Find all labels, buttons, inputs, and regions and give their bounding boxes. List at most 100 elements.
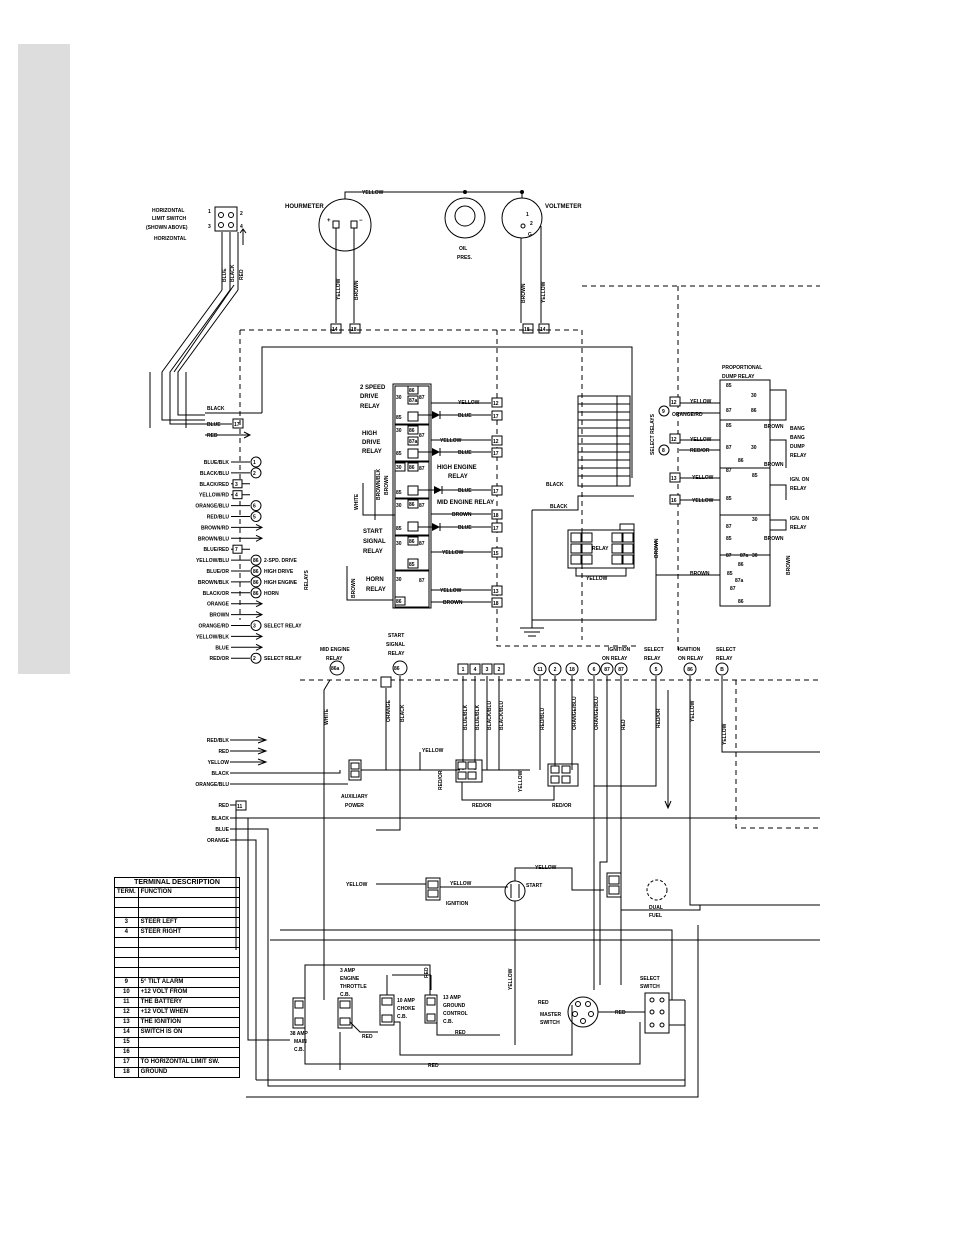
- terminal-number: 87: [618, 667, 624, 673]
- pin-30: 30: [751, 393, 757, 399]
- wire-list-label: ORANGE/RD: [198, 624, 229, 630]
- terminal-18: 18: [493, 513, 499, 519]
- svg-text:4: 4: [240, 224, 243, 230]
- svg-text:1: 1: [526, 212, 529, 218]
- start-signal-conn-label: RELAY: [388, 651, 405, 657]
- terminal-box: [232, 544, 243, 554]
- wire-label-yellow: YELLOW: [336, 278, 342, 300]
- ignition-switch: IGNITION: [425, 877, 469, 907]
- pin-86: 86: [738, 458, 744, 464]
- terminal-number: 4: [474, 667, 477, 673]
- master-switch-label: MASTER: [540, 1012, 562, 1018]
- term-cell: 17: [114, 1057, 139, 1068]
- ignition-on-relay-conn-label: ON RELAY: [602, 656, 628, 662]
- aux-power-label: POWER: [345, 803, 364, 809]
- dual-fuel: DUAL FUEL: [646, 879, 668, 919]
- pin-85: 85: [726, 423, 732, 429]
- choke-cb: 10 AMP CHOKE C.B.: [379, 994, 416, 1026]
- terminal-86: 86: [394, 666, 400, 672]
- wire-label-red: RED: [239, 269, 245, 280]
- wire-list-label: BLUE/RED: [203, 547, 229, 553]
- pin-87: 87: [726, 524, 732, 530]
- terminal-circle: [587, 662, 601, 676]
- start-signal-conn-label: SIGNAL: [386, 642, 405, 648]
- wire-label: RED/BLU: [540, 707, 546, 730]
- main-cb: 38 AMP MAIN C.B.: [290, 997, 309, 1053]
- wire-label-blue: BLUE: [458, 450, 472, 456]
- wire-label-brown: BROWN: [690, 571, 710, 577]
- select-switch-label: SELECT: [640, 976, 660, 982]
- oil-label: OIL: [459, 246, 467, 252]
- terminal-number: 3: [235, 482, 238, 488]
- terminal-number: 4: [235, 493, 238, 499]
- function-cell: THE IGNITION: [137, 1017, 241, 1028]
- pin-85: 85: [727, 571, 733, 577]
- wire-list-label: RED/BLK: [207, 738, 230, 744]
- terminal-box: [232, 479, 243, 489]
- function-cell: +12 VOLT FROM: [137, 987, 241, 998]
- terminal-circle: [614, 662, 628, 676]
- master-switch: MASTER SWITCH: [540, 996, 599, 1028]
- wire-label-yellow: YELLOW: [690, 399, 712, 405]
- term-cell: 14: [114, 1027, 139, 1038]
- terminal-circle: [600, 662, 614, 676]
- wire-label-yellow: YELLOW: [692, 498, 714, 504]
- svg-text:G: G: [528, 232, 532, 238]
- wire-label-yellow: YELLOW: [442, 550, 464, 556]
- pin-85: 85: [396, 490, 402, 496]
- pin-87: 87: [726, 468, 732, 474]
- term-cell: [114, 947, 139, 958]
- wire-list-label: RED/OR: [210, 656, 230, 662]
- term-cell: [114, 937, 139, 948]
- pin-85: 85: [726, 383, 732, 389]
- ground-control-cb: 13 AMP GROUND CONTROL C.B.: [424, 994, 468, 1025]
- horizontal-limit-switch: 13 24 HORIZONTAL LIMIT SWITCH (SHOWN ABO…: [146, 206, 247, 245]
- pin-86: 86: [738, 562, 744, 568]
- function-cell: STEER RIGHT: [137, 927, 241, 938]
- mid-engine-relay-conn-label: RELAY: [326, 656, 343, 662]
- term-cell: [114, 957, 139, 968]
- wire-label: ORANGE/BLU: [594, 696, 600, 730]
- wire-label-brown: BROWN: [764, 536, 784, 542]
- wire-list-label: YELLOW/BLK: [196, 634, 229, 640]
- limit-switch-label: HORIZONTAL: [154, 236, 186, 242]
- terminal-circle: [683, 662, 697, 676]
- svg-text:3: 3: [208, 224, 211, 230]
- main-cb-label: C.B.: [294, 1047, 305, 1053]
- terminal-circle: [533, 662, 547, 676]
- terminal-circle: [250, 565, 262, 577]
- terminal-box: [457, 663, 469, 675]
- relay-label: RELAY: [448, 474, 468, 480]
- terminal-circle: [250, 576, 262, 588]
- wire-label-brown: BROWN: [764, 462, 784, 468]
- terminal-12: 12: [493, 401, 499, 407]
- terminal-box: [380, 676, 392, 688]
- terminal-18: 18: [524, 327, 530, 333]
- pin-85: 85: [726, 496, 732, 502]
- ign-on-relay-label: RELAY: [790, 486, 807, 492]
- throttle-cb-label: THROTTLE: [340, 984, 367, 990]
- function-cell: [137, 897, 241, 908]
- dump-relay-label: BANG: [790, 435, 805, 441]
- pin-85: 85: [752, 473, 758, 479]
- select-relay-conn-label: SELECT: [716, 647, 736, 653]
- limit-switch-label: LIMIT SWITCH: [152, 216, 187, 222]
- wire-arrow: [250, 523, 264, 531]
- relay-label: RELAY: [366, 587, 386, 593]
- hourmeter-label: HOURMETER: [285, 204, 324, 210]
- wire-label-blue: BLUE: [458, 413, 472, 419]
- wire-list-label: RED: [218, 803, 229, 809]
- wire-label-yellow: YELLOW: [508, 968, 514, 990]
- wire-list-label: BLUE: [215, 645, 229, 651]
- pin-86: 86: [396, 599, 402, 605]
- terminal-circle: [250, 500, 262, 512]
- pin-30: 30: [396, 428, 402, 434]
- terminal-number: 1: [253, 460, 256, 466]
- pin-87: 87: [726, 445, 732, 451]
- table-row: [114, 897, 241, 908]
- svg-text:2: 2: [240, 211, 243, 217]
